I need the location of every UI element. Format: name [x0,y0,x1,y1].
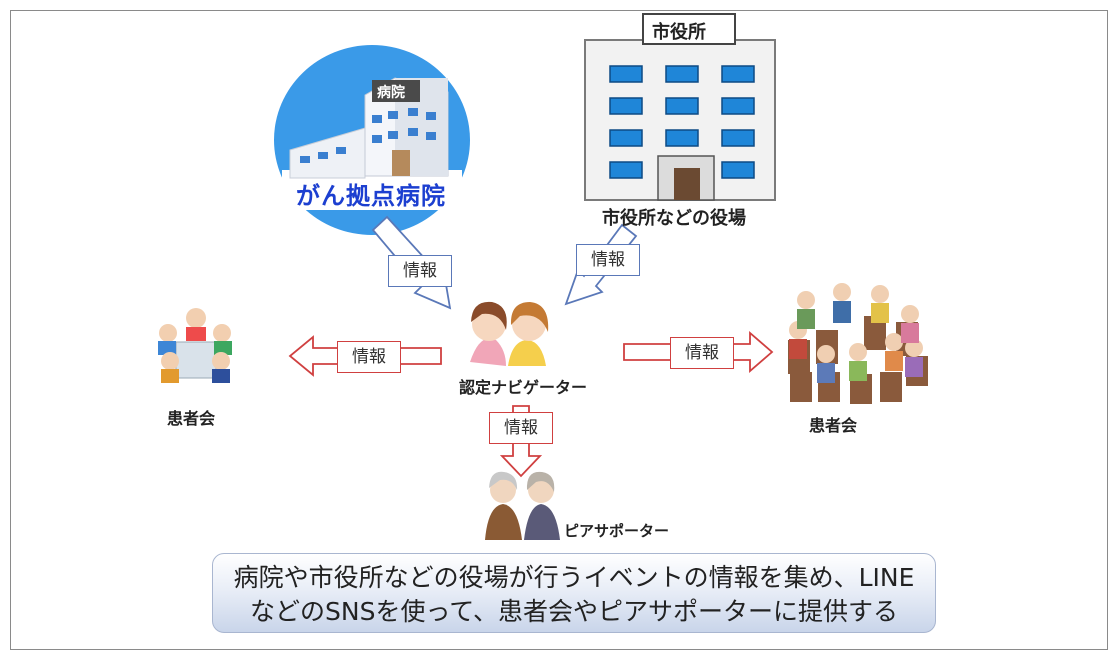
summary-line-2: などのSNSを使って、患者会やピアサポーターに提供する [250,597,898,626]
navigator-caption: 認定ナビゲーター [459,378,588,397]
city-hall-illustration [584,13,776,201]
label-navigator-to-left-group: 情報 [337,341,401,373]
label-cityhall-to-navigator: 情報 [576,244,640,276]
label-navigator-to-right-group: 情報 [670,337,734,369]
hospital-caption: がん拠点病院 [296,182,446,210]
left-patient-group-caption: 患者会 [167,409,216,428]
city-hall-sign: 市役所 [652,22,706,43]
right-patient-group-illustration [788,283,928,404]
city-hall-caption: 市役所などの役場 [602,208,746,229]
hospital-sign: 病院 [377,85,405,101]
summary-line-1: 病院や市役所などの役場が行うイベントの情報を集め、LINE [233,563,915,592]
left-patient-group-illustration [158,308,232,383]
navigator-illustration [470,301,549,366]
peer-supporter-illustration [485,471,560,540]
peer-supporter-caption: ピアサポーター [564,522,670,540]
summary-banner: 病院や市役所などの役場が行うイベントの情報を集め、LINE などのSNSを使って… [212,553,936,633]
label-navigator-to-peer: 情報 [489,412,553,444]
hospital-illustration [274,45,470,235]
right-patient-group-caption: 患者会 [809,416,858,435]
label-hospital-to-navigator: 情報 [388,255,452,287]
